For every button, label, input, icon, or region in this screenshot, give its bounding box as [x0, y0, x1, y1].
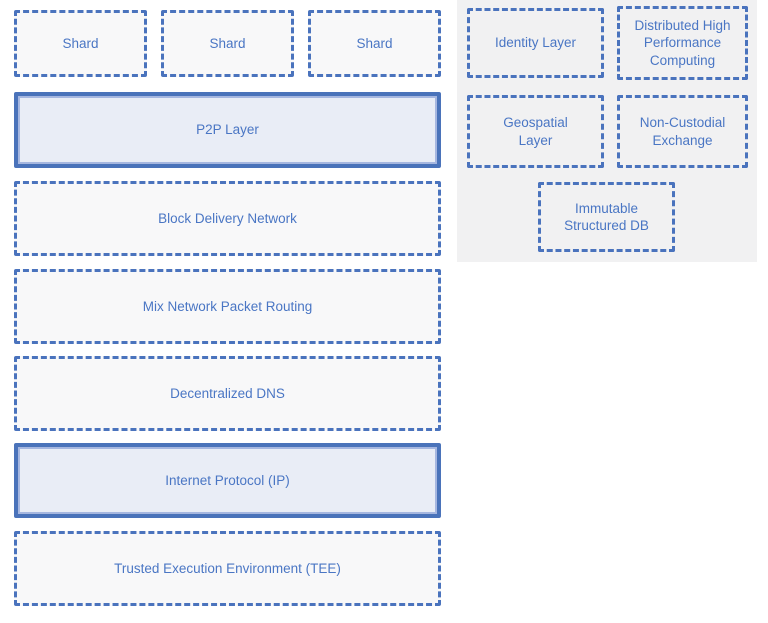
immutable-structured-db-label: Immutable Structured DB	[564, 200, 649, 233]
decentralized-dns-box: Decentralized DNS	[14, 356, 441, 431]
shard-label: Shard	[209, 35, 246, 51]
distributed-high-performance-computing-label: Distributed High Performance Computing	[634, 18, 731, 68]
immutable-structured-db-box: Immutable Structured DB	[538, 182, 675, 252]
p2p-layer-box: P2P Layer	[14, 92, 441, 168]
trusted-execution-environment-label: Trusted Execution Environment (TEE)	[114, 560, 341, 576]
trusted-execution-environment-box: Trusted Execution Environment (TEE)	[14, 531, 441, 606]
non-custodial-exchange-box: Non-Custodial Exchange	[617, 95, 748, 168]
modules-panel: Identity Layer Distributed High Performa…	[457, 0, 757, 262]
decentralized-dns-label: Decentralized DNS	[170, 385, 285, 401]
geospatial-layer-label: Geospatial Layer	[503, 115, 568, 148]
mix-network-packet-routing-box: Mix Network Packet Routing	[14, 269, 441, 344]
block-delivery-network-label: Block Delivery Network	[158, 210, 297, 226]
p2p-layer-label: P2P Layer	[196, 122, 259, 138]
internet-protocol-box: Internet Protocol (IP)	[14, 443, 441, 518]
shard-box-1: Shard	[14, 10, 147, 77]
identity-layer-label: Identity Layer	[494, 35, 577, 51]
block-delivery-network-box: Block Delivery Network	[14, 181, 441, 256]
non-custodial-exchange-label: Non-Custodial Exchange	[639, 115, 726, 148]
shard-box-2: Shard	[161, 10, 294, 77]
identity-layer-box: Identity Layer	[467, 8, 604, 78]
geospatial-layer-box: Geospatial Layer	[467, 95, 604, 168]
shard-label: Shard	[62, 35, 99, 51]
internet-protocol-label: Internet Protocol (IP)	[165, 472, 290, 488]
mix-network-packet-routing-label: Mix Network Packet Routing	[142, 298, 313, 314]
distributed-high-performance-computing-box: Distributed High Performance Computing	[617, 6, 748, 80]
shard-box-3: Shard	[308, 10, 441, 77]
shard-label: Shard	[356, 35, 393, 51]
